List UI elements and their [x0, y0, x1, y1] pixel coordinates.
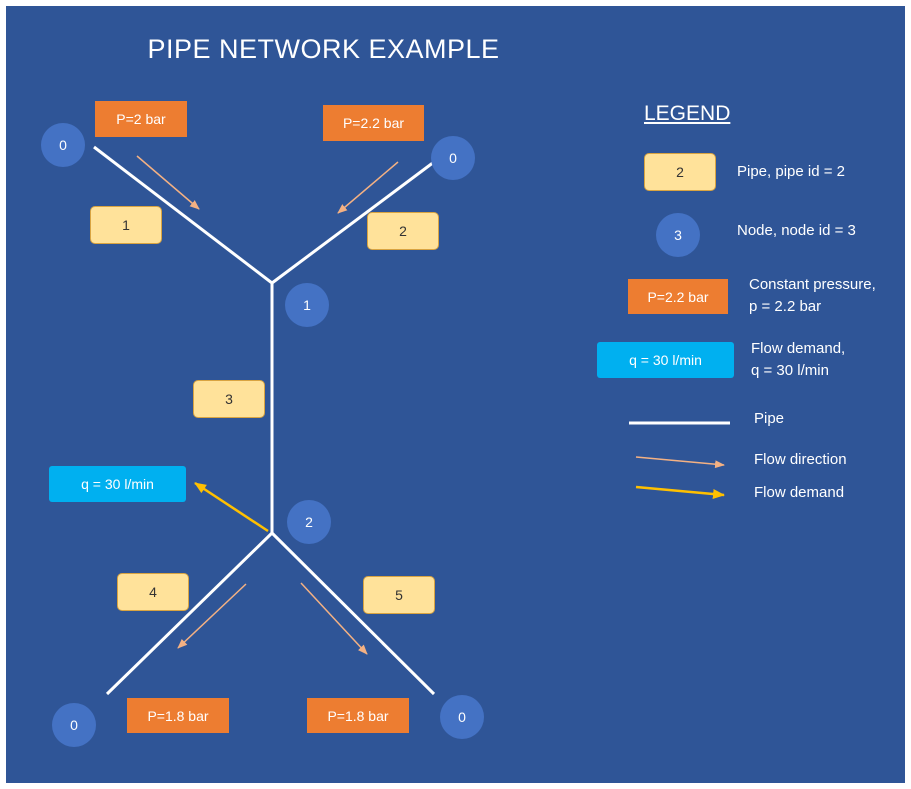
legend-title: LEGEND [644, 102, 731, 125]
flow-arrow-pipe-4 [177, 583, 247, 649]
legend-pipe-text: Pipe, pipe id = 2 [737, 163, 845, 180]
pipe-1-line [93, 145, 273, 285]
pressure-bottom-left: P=1.8 bar [127, 698, 229, 733]
diagram-title: PIPE NETWORK EXAMPLE [147, 34, 500, 64]
flow-demand-label: q = 30 l/min [49, 466, 186, 502]
node-top-left: 0 [41, 123, 85, 167]
legend-demand-sample: q = 30 l/min [597, 342, 734, 378]
node-bottom-right: 0 [440, 695, 484, 739]
legend-pressure-sample: P=2.2 bar [628, 279, 728, 314]
legend-flow-direction-text: Flow direction [754, 451, 847, 468]
pipe-3-label: 3 [193, 380, 265, 418]
pressure-top-left: P=2 bar [95, 101, 187, 137]
legend-pipe-sample: 2 [644, 153, 716, 191]
legend-flow-demand-text: Flow demand [754, 484, 845, 501]
legend-pipe-line-text: Pipe [754, 410, 785, 427]
diagram-canvas: PIPE NETWORK EXAMPLE 1 2 3 4 5 0 0 1 2 0… [6, 6, 905, 783]
flow-arrow-pipe-1 [136, 155, 200, 210]
node-bottom-left: 0 [52, 703, 96, 747]
flow-arrow-pipe-5 [300, 582, 368, 655]
pipe-4-label: 4 [117, 573, 189, 611]
pressure-bottom-right: P=1.8 bar [307, 698, 409, 733]
legend-flow-direction-arrow [635, 456, 725, 469]
pipe-2-label: 2 [367, 212, 439, 250]
pipe-5-line [270, 531, 436, 696]
node-top-right: 0 [431, 136, 475, 180]
pressure-top-right: P=2.2 bar [323, 105, 424, 141]
legend-node-sample: 3 [656, 213, 700, 257]
flow-arrow-pipe-2 [337, 161, 399, 214]
legend-flow-demand-arrow [635, 485, 725, 499]
pipe-1-label: 1 [90, 206, 162, 244]
node-junction-lower: 2 [287, 500, 331, 544]
legend-demand-text: Flow demand, q = 30 l/min [751, 340, 846, 379]
node-junction-upper: 1 [285, 283, 329, 327]
legend-pressure-text: Constant pressure, p = 2.2 bar [749, 276, 876, 315]
legend-node-text: Node, node id = 3 [737, 222, 856, 239]
pipe-network-lines [93, 145, 730, 696]
pipe-2-line [271, 154, 443, 285]
pipe-5-label: 5 [363, 576, 435, 614]
demand-arrow [194, 481, 269, 533]
pipe-4-line [105, 531, 274, 696]
